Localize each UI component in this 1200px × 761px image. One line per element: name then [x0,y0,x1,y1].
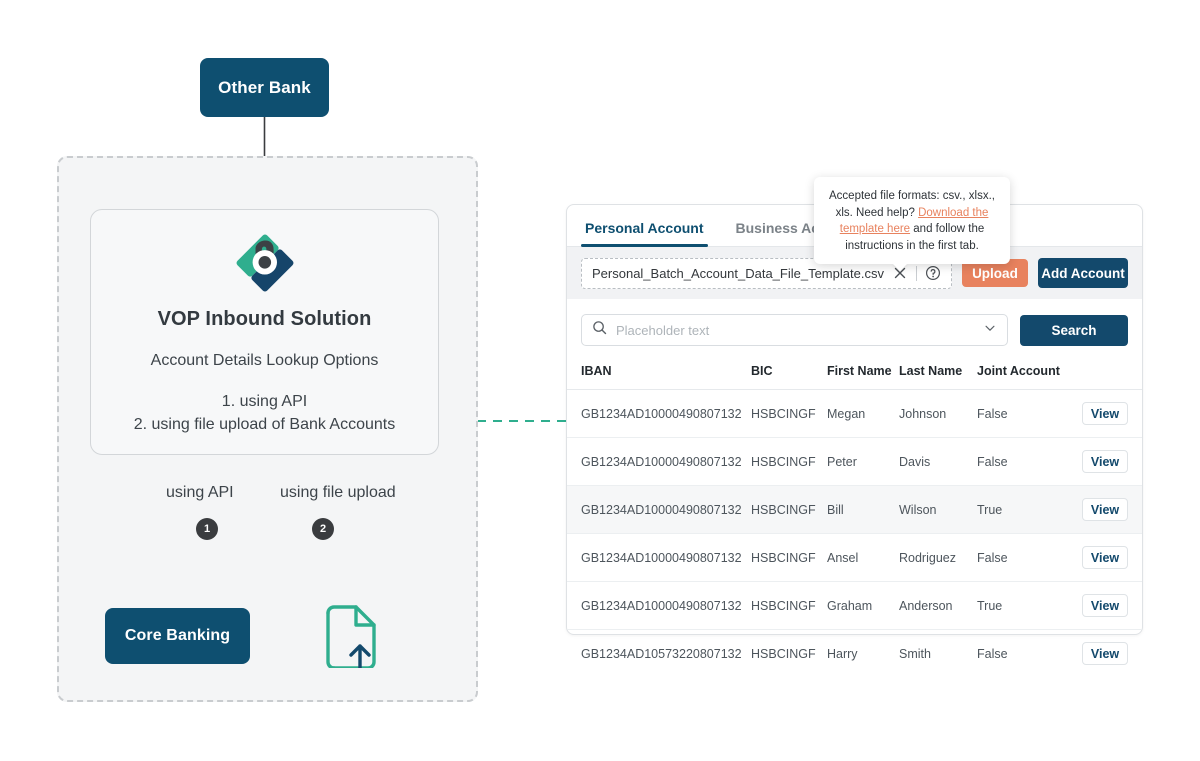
cell-joint-account: False [977,389,1077,438]
cell-iban: GB1234AD10573220807132 [581,646,742,661]
search-row: Placeholder text Search [567,299,1142,346]
cell-bic: HSBCINGF [751,485,827,534]
file-upload-icon [320,604,382,670]
cell-joint-account: True [977,485,1077,534]
vop-logo-icon [235,232,295,292]
vop-option-2: 2. using file upload of Bank Accounts [133,416,396,433]
step-badge-1: 1 [196,518,218,540]
accounts-table: IBAN BIC First Name Last Name Joint Acco… [567,358,1142,677]
cell-actions: View [1077,485,1142,534]
cell-bic: HSBCINGF [751,581,827,630]
vop-option-list: 1. using API 2. using file upload of Ban… [134,390,396,436]
view-button[interactable]: View [1082,450,1128,473]
node-core-banking[interactable]: Core Banking [105,608,250,664]
vop-solution-card: VOP Inbound Solution Account Details Loo… [90,209,439,455]
cell-iban: GB1234AD10000490807132 [567,437,751,486]
cell-actions: View [1077,533,1142,582]
cell-last-name: Johnson [899,389,977,438]
cell-iban: GB1234AD10000490807132 [567,533,751,582]
selected-file-name: Personal_Batch_Account_Data_File_Templat… [592,265,884,281]
edge-label-using-file-upload: using file upload [280,484,396,501]
cell-joint-account: False [977,437,1077,486]
cell-last-name: Anderson [899,581,977,630]
vop-solution-subtitle: Account Details Lookup Options [150,352,379,369]
file-format-tooltip: Accepted file formats: csv., xlsx., xls.… [814,177,1010,264]
cell-iban: GB1234AD10000490807132 [567,485,751,534]
search-button[interactable]: Search [1020,314,1128,346]
cell-actions: View [1077,630,1142,678]
cell-last-name: Wilson [899,485,977,534]
search-input[interactable]: Placeholder text [581,314,1008,346]
tooltip-line-2-pre: Need help? [856,206,919,219]
column-header-iban: IBAN [567,358,751,390]
table-header-row: IBAN BIC First Name Last Name Joint Acco… [567,358,1142,390]
cell-last-name: Smith [899,646,931,661]
cell-iban: GB1234AD10000490807132 [567,389,751,438]
column-header-first-name: First Name [827,358,899,390]
column-header-last-name: Last Name [899,358,977,390]
cell-last-name: Davis [899,437,977,486]
chevron-down-icon[interactable] [983,321,997,340]
cell-actions: View [1077,389,1142,438]
view-button[interactable]: View [1082,594,1128,617]
column-header-joint-account: Joint Account [977,358,1077,390]
cell-first-name: Harry [827,646,858,661]
search-placeholder: Placeholder text [616,322,710,338]
tooltip-line-2-post: and follow the instructions in the first… [845,223,985,252]
cell-first-name: Peter [827,437,899,486]
cell-bic: HSBCINGF [751,646,816,661]
tab-personal-account[interactable]: Personal Account [581,220,708,247]
cell-bic: HSBCINGF [751,437,827,486]
add-account-button[interactable]: Add Account [1037,258,1128,288]
view-button[interactable]: View [1082,642,1128,665]
cell-bic: HSBCINGF [751,533,827,582]
accounts-panel: Personal Account Business Account Person… [566,204,1143,665]
download-template-link[interactable]: Download the template here [839,206,989,236]
view-button[interactable]: View [1082,402,1128,425]
edge-label-using-api: using API [166,484,234,501]
node-other-bank-label: Other Bank [218,77,311,97]
cell-first-name: Bill [827,485,899,534]
cell-first-name: Megan [827,389,899,438]
search-icon [592,320,607,340]
field-divider [915,265,917,281]
node-other-bank[interactable]: Other Bank [200,58,329,117]
cell-actions: View [1077,581,1142,630]
help-circle-icon[interactable] [925,265,941,281]
column-header-actions [1077,358,1142,390]
cell-iban: GB1234AD10000490807132 [567,581,751,630]
step-badge-2: 2 [312,518,334,540]
view-button[interactable]: View [1082,498,1128,521]
vop-solution-title: VOP Inbound Solution [157,308,372,330]
tooltip-line-1: Accepted file formats: csv., xlsx., xls. [829,190,995,219]
cell-first-name: Ansel [827,533,899,582]
column-header-bic: BIC [751,358,827,390]
cell-joint-account: False [977,533,1077,582]
cell-bic: HSBCINGF [751,389,827,438]
view-button[interactable]: View [1082,546,1128,569]
cell-last-name: Rodriguez [899,533,977,582]
vop-option-1: 1. using API [221,393,308,410]
table-row[interactable]: GB1234AD10573220807132 HSBCINGF Harry Smith… [567,630,1142,678]
cell-joint-account: False [977,646,1008,661]
cell-actions: View [1077,437,1142,486]
cell-joint-account: True [977,581,1077,630]
node-core-banking-label: Core Banking [124,627,231,644]
cell-first-name: Graham [827,581,899,630]
